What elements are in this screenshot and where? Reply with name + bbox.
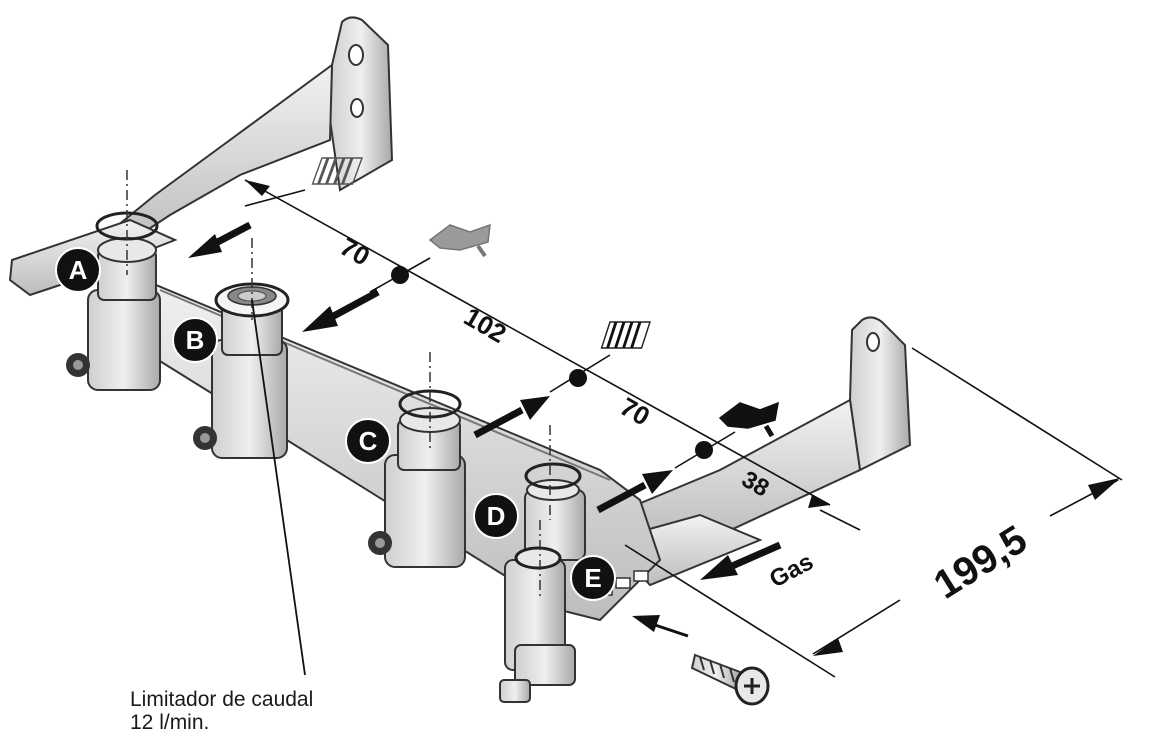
flow-arrow-gas <box>700 541 782 580</box>
flow-arrow-screw <box>632 615 689 638</box>
radiator-icon <box>311 157 364 185</box>
flow-arrow-a <box>188 221 252 258</box>
svg-text:D: D <box>487 501 506 531</box>
flow-arrows <box>188 221 782 638</box>
dimension-point <box>695 441 713 459</box>
flow-limiter-leader <box>251 299 306 676</box>
tap-icon <box>718 401 779 438</box>
svg-text:B: B <box>186 325 205 355</box>
caption-line-1: Limitador de caudal <box>130 688 314 711</box>
dimension-arrowhead <box>813 638 843 656</box>
radiator-icon <box>600 321 651 349</box>
valve-c <box>368 352 466 568</box>
badge-e: E <box>570 555 616 601</box>
flow-arrow-c <box>473 396 550 439</box>
caption-line-2: 12 l/min. <box>130 711 210 734</box>
tap-icon <box>428 223 491 258</box>
dimension-label-102: 102 <box>459 301 512 349</box>
svg-text:A: A <box>69 255 88 285</box>
badge-a: A <box>55 247 101 293</box>
dimension-label-70: 70 <box>335 231 375 271</box>
svg-text:C: C <box>359 426 378 456</box>
dimension-points <box>391 266 713 459</box>
dimension-point <box>569 369 587 387</box>
badge-c: C <box>345 418 391 464</box>
dimension-arrowhead <box>808 495 830 508</box>
dimension-arrowhead <box>1088 478 1120 500</box>
svg-text:E: E <box>584 563 601 593</box>
badge-b: B <box>172 317 218 363</box>
dimension-point <box>391 266 409 284</box>
dimension-label-total: 199,5 <box>926 517 1034 607</box>
flow-arrow-d <box>596 470 673 514</box>
valve-e <box>499 520 576 703</box>
flow-arrow-b <box>302 288 380 332</box>
screw-icon <box>690 653 770 706</box>
flow-limiter-caption: Limitador de caudal 12 l/min. <box>130 688 313 734</box>
dimension-label-70-second: 70 <box>615 391 655 431</box>
gas-label: Gas <box>765 548 818 593</box>
dimension-arrowhead <box>245 180 270 196</box>
badge-d: D <box>473 493 519 539</box>
valve-a <box>66 170 161 391</box>
